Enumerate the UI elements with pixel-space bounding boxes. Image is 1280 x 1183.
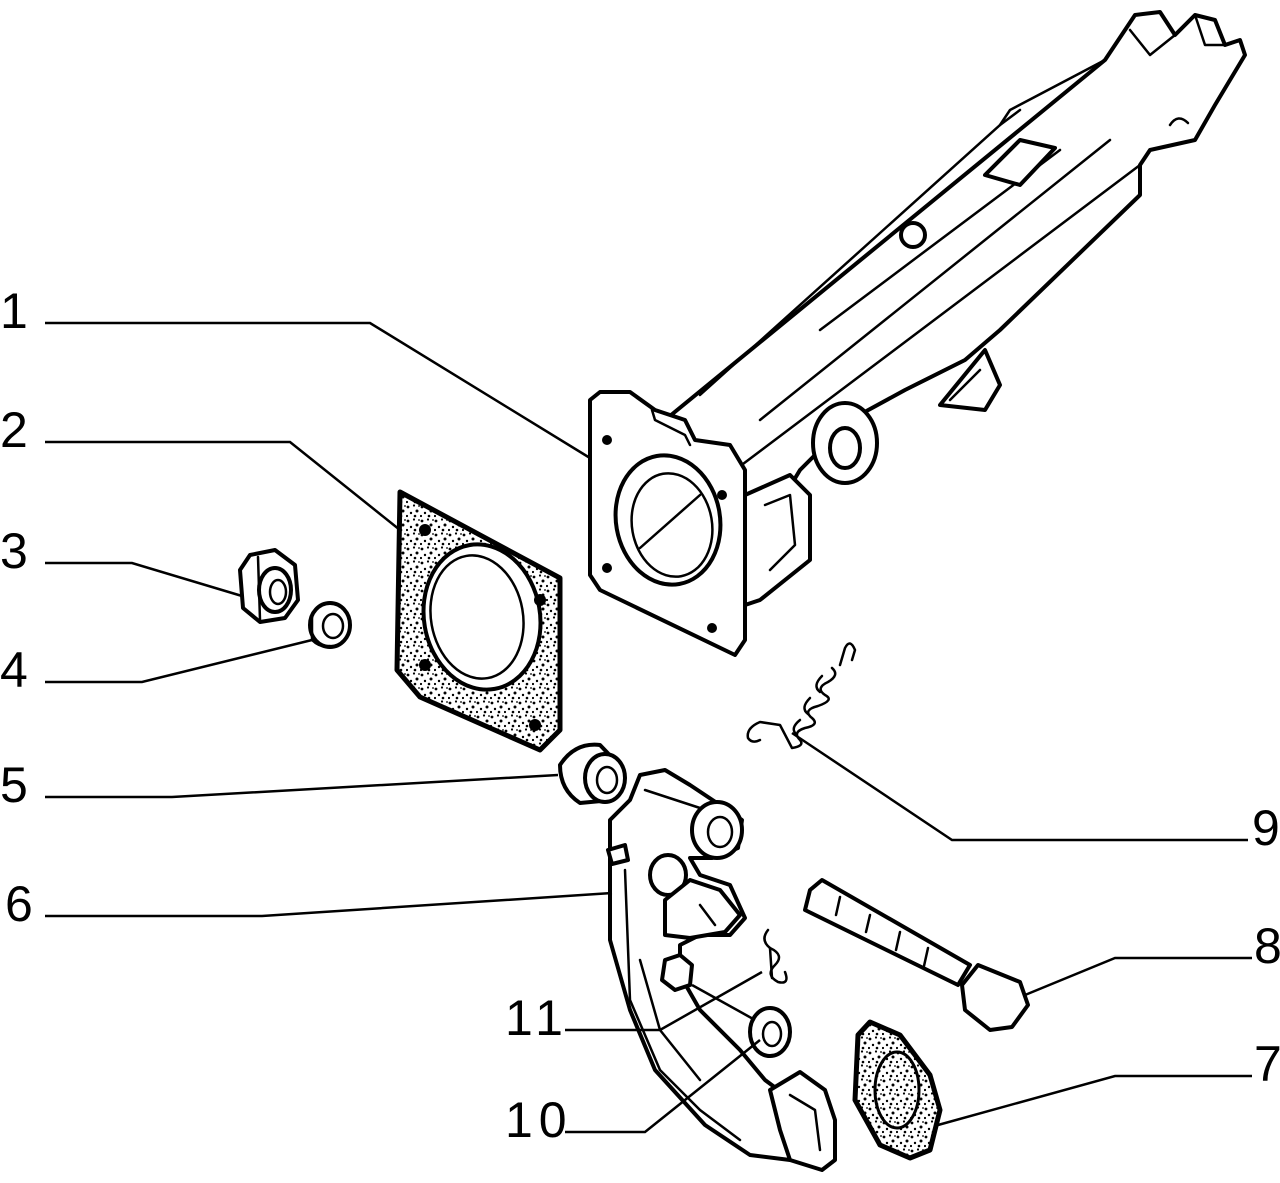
leader-line-3 <box>45 561 243 598</box>
pedal-lever <box>606 768 837 1172</box>
flange-gasket <box>394 489 563 753</box>
callout-2: 2 <box>0 402 28 458</box>
leader-line-10-pin <box>691 983 756 1022</box>
leader-line-7 <box>937 1074 1252 1127</box>
leader-line-2 <box>45 440 401 531</box>
callout-9: 9 <box>1252 800 1280 856</box>
pivot-pin <box>803 878 1030 1032</box>
leader-line-10 <box>565 1039 761 1134</box>
callout-labels: 1 2 3 4 5 6 7 8 9 10 11 <box>0 283 1280 1148</box>
hex-nut <box>238 548 300 624</box>
washer <box>308 601 352 649</box>
leader-line-1 <box>45 321 591 460</box>
callout-1: 1 <box>0 283 28 339</box>
leader-line-11 <box>565 970 763 1032</box>
pedal-pad <box>852 1019 943 1161</box>
retaining-clip <box>763 928 788 984</box>
leader-lines <box>45 321 1252 1134</box>
ring-washer <box>748 1006 792 1058</box>
leader-line-9 <box>791 731 1248 842</box>
callout-8: 8 <box>1254 918 1280 974</box>
pedal-support-bracket <box>588 10 1247 657</box>
leader-line-6 <box>45 891 613 918</box>
leader-line-8 <box>1024 956 1252 997</box>
callout-3: 3 <box>0 523 28 579</box>
leader-line-5 <box>45 773 559 799</box>
leader-line-4 <box>45 638 313 684</box>
callout-6: 6 <box>5 876 33 932</box>
callout-11: 11 <box>505 990 569 1046</box>
return-spring <box>746 642 857 750</box>
callout-10: 10 <box>505 1092 573 1148</box>
callout-5: 5 <box>0 757 28 813</box>
callout-7: 7 <box>1254 1036 1280 1092</box>
callout-4: 4 <box>0 642 28 698</box>
bushing <box>558 742 627 805</box>
